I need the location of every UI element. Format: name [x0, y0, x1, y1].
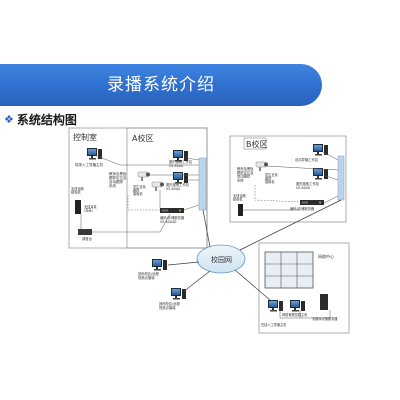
diamond-bullet-icon: ❖ [4, 112, 14, 126]
svg-text:图形图像工作站 VS-8000: 图形图像工作站 VS-8000 [169, 159, 193, 168]
b-lecturer-line-4: 系统 [237, 177, 244, 182]
campus-b-links [243, 151, 339, 211]
wireless-mic-line-1: 无线话筒 [71, 186, 84, 191]
campus-network-cloud: 校园网 [196, 244, 246, 274]
b-student-line-3: 摄像机 [265, 179, 275, 184]
lecturer-tracking-text: 教师及黑板 跟踪定位及 自动跟踪 系统 [109, 171, 128, 188]
svg-text:其他校区/远程 视频点播端: 其他校区/远程 视频点播端 [138, 271, 160, 280]
lecturer-tracking-line-4: 系统 [109, 183, 116, 188]
recorder-server-icon [160, 208, 184, 213]
b-wireless-line-2: 接收机 [233, 197, 243, 202]
campus-b-label: B校区 [246, 139, 268, 149]
campus-a-frame [126, 127, 208, 249]
media-server-icon [320, 294, 328, 310]
wireless-speaker-line-1: 无线耳麦 [84, 204, 98, 209]
b-wireless-line-1: 无线话筒 [233, 193, 246, 198]
image-workstation-2-line-1: 图形图像工作站 [166, 182, 190, 187]
svg-text:无线耳麦 (耳麦): 无线耳麦 (耳麦) [84, 204, 98, 213]
remote-b-icon [171, 288, 186, 300]
image-workstation-2-line-2: VS-8000 [166, 187, 180, 191]
image-workstation-line-2: VS-8000 [169, 164, 183, 168]
lecturer-tracking-line-2: 跟踪定位及 [109, 175, 127, 180]
director-station-label: 自动导播工作站 [295, 157, 319, 162]
svg-text:图形图像工作站 VS-8000: 图形图像工作站 VS-8000 [166, 182, 190, 191]
svg-text:教师及黑板 跟踪定位及 自动跟踪: 教师及黑板 跟踪定位及 自动跟踪 系统 [237, 166, 255, 182]
media-server-label: 流媒体点播服务器 [312, 316, 338, 321]
section-title: 系统结构图 [16, 112, 77, 127]
remote-b-line-2: 视频点播端 [159, 305, 176, 310]
network-center-links [279, 310, 331, 319]
svg-text:学生全景 跟踪 摄像机: 学生全景 跟踪 摄像机 [265, 172, 279, 184]
remote-a-icon [152, 259, 167, 271]
live-pc-label: 在线人工导播主机 [261, 322, 287, 327]
title-banner: 录播系统介绍 [0, 64, 322, 106]
b-student-line-2: 跟踪 [265, 176, 272, 181]
campus-a-group: 控制室 A校区 现场人工导播主机 教师及黑板 跟踪定位及 自动跟踪 系统 学生全… [68, 127, 208, 249]
mixer-icon [78, 229, 92, 235]
lecturer-tracking-line-1: 教师及黑板 [109, 171, 127, 176]
student-tracking-line-3: 摄像机 [133, 191, 143, 196]
control-room-label: 控制室 [73, 132, 97, 142]
remote-client-a: 其他校区/远程 视频点播端 [138, 259, 167, 280]
page-title: 录播系统介绍 [107, 75, 215, 95]
recorder-server-line-1: 编码/存储服务器 [160, 215, 185, 220]
svg-text:其他校区/远程 视频点播端: 其他校区/远程 视频点播端 [159, 301, 181, 310]
wireless-mic-line-2: 接收机 [71, 190, 81, 195]
campus-a-links [80, 155, 200, 233]
svg-text:学生全景 跟踪 摄像机: 学生全景 跟踪 摄像机 [133, 184, 147, 196]
wireless-speaker-line-2: (耳麦) [84, 208, 93, 213]
b-image-workstation-line-2: VS-8000 [296, 186, 310, 190]
svg-text:图形图像工作站 VS-8000: 图形图像工作站 VS-8000 [296, 181, 320, 190]
campus-b-group: B校区 自动导播工作站 教师及黑板 跟踪定位及 自动跟踪 系统 学生全景 跟踪 … [229, 135, 347, 223]
b-student-line-1: 学生全景 [265, 172, 278, 177]
image-workstation-line-1: 图形图像工作站 [169, 159, 193, 164]
b-image-workstation-line-1: 图形图像工作站 [296, 181, 320, 186]
student-tracking-line-1: 学生全景 [133, 184, 146, 189]
campus-network-label: 校园网 [211, 255, 232, 264]
b-recorder-server-icon [300, 200, 324, 205]
remote-a-line-2: 视频点播端 [138, 275, 155, 280]
backbone-links [167, 199, 342, 301]
remote-b-line-1: 其他校区/远程 [159, 301, 181, 306]
svg-text:无线话筒 接收机: 无线话筒 接收机 [233, 193, 247, 202]
remote-client-b: 其他校区/远程 视频点播端 [159, 288, 186, 310]
network-center-group: 网络中心 在线人工导播主机 网络管理控制主机 流媒体点播服务器 [258, 242, 350, 334]
remote-a-line-1: 其他校区/远程 [138, 271, 160, 276]
b-lecturer-line-1: 教师及黑板 [237, 166, 254, 171]
network-center-title: 网络中心 [318, 253, 334, 259]
wireless-mic-icon [75, 200, 81, 214]
lecturer-tracking-line-3: 自动跟踪 [109, 179, 123, 184]
b-wireless-mic-icon [238, 204, 243, 216]
student-tracking-line-2: 跟踪 [133, 188, 140, 193]
section-heading: ❖ 系统结构图 [4, 110, 77, 128]
director-pc-label: 现场人工导播主机 [75, 162, 103, 167]
b-recorder-server-label: 编码/存储服务器 [290, 206, 315, 211]
b-lecturer-line-3: 自动跟踪 [237, 174, 251, 179]
campus-a-label: A校区 [132, 133, 153, 143]
b-lecturer-line-2: 跟踪定位及 [237, 170, 254, 175]
video-wall [264, 251, 314, 289]
recorder-server-line-2: VS-8004D [160, 220, 177, 224]
svg-text:编码/存储服务器 VS-8004D: 编码/存储服务器 VS-8004D [160, 215, 185, 224]
mixer-label: 调音台 [82, 236, 93, 241]
svg-text:无线话筒 接收机: 无线话筒 接收机 [71, 186, 85, 195]
svg-text:教师及黑板 跟踪定位及 自动: 教师及黑板 跟踪定位及 自动跟踪 系统 [109, 171, 128, 188]
monitor-pc-label: 网络管理控制主机 [282, 312, 308, 317]
